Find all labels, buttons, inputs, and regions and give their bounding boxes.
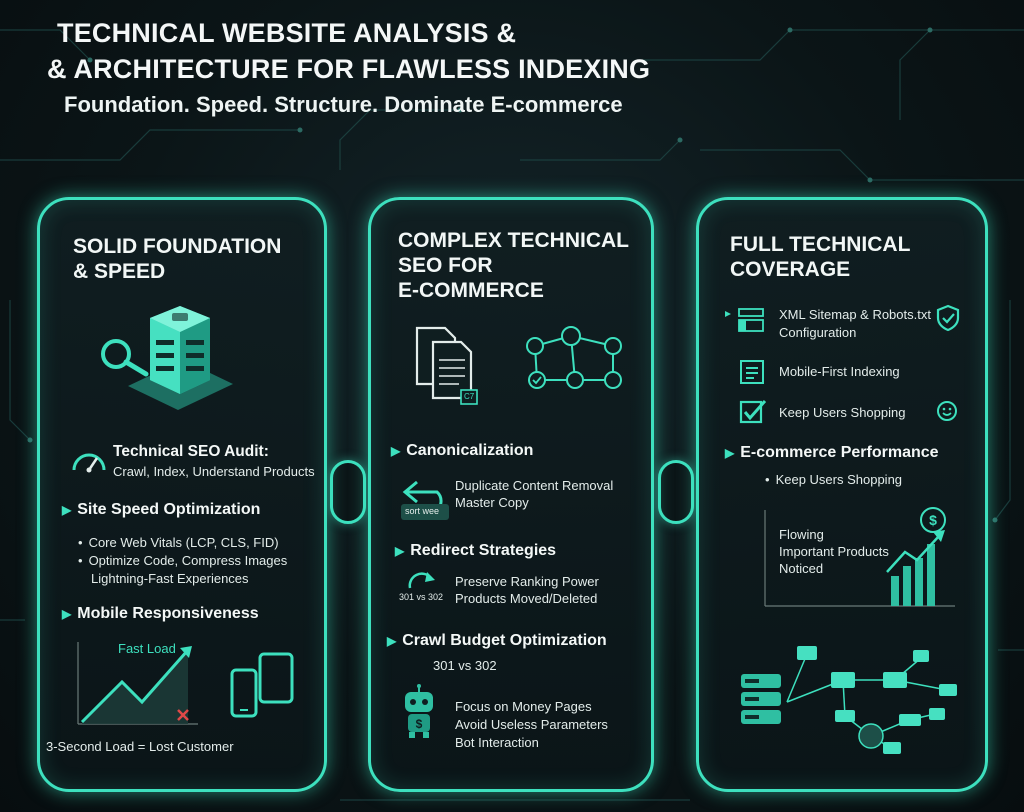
canonical-line-1: Duplicate Content Removal (455, 478, 614, 493)
panel-connector-left (330, 460, 366, 524)
canonical-heading: ▶Canonicalization (391, 442, 534, 459)
coverage-item-1-line2: Configuration (779, 325, 857, 340)
smiley-icon (937, 401, 957, 421)
audit-title: Technical SEO Audit: (113, 443, 269, 460)
triangle-bullet-icon: ▶ (62, 503, 72, 517)
mobile-heading: ▶Mobile Responsiveness (62, 605, 259, 622)
canonical-line-2: Master Copy (455, 495, 529, 510)
svg-text:$: $ (929, 512, 937, 528)
triangle-bullet-icon: ▶ (395, 544, 405, 558)
chart-label-1: Flowing (779, 527, 824, 542)
speedometer-icon (72, 453, 106, 473)
shield-check-icon (936, 304, 960, 332)
redirect-line-1: Preserve Ranking Power (455, 574, 599, 589)
triangle-bullet-icon: ▶ (391, 444, 401, 458)
chart-label-3: Noticed (779, 561, 824, 576)
coverage-item-1-line1: XML Sitemap & Robots.txt (779, 307, 931, 322)
panel3-title-line2: COVERAGE (730, 258, 851, 281)
robot-icon: $ (405, 684, 433, 738)
page-title-line2: & ARCHITECTURE FOR FLAWLESS INDEXING (47, 54, 651, 84)
svg-text:$: $ (416, 717, 423, 731)
coverage-item-3: Keep Users Shopping (779, 405, 906, 420)
panel2-title-line3: E-COMMERCE (398, 279, 544, 302)
panel1-title-line1: SOLID FOUNDATION (73, 235, 282, 258)
panel-technical-coverage: FULL TECHNICAL COVERAGE XML Sitemap & Ro… (696, 197, 988, 792)
sitemap-list-icon (725, 308, 764, 332)
speed-heading: ▶Site Speed Optimization (62, 501, 261, 518)
coverage-item-2: Mobile-First Indexing (779, 364, 900, 379)
panel-connector-right (658, 460, 694, 524)
document-tag: C7 (464, 392, 475, 401)
chart-label-2: Important Products (779, 544, 889, 559)
page-title-line1: TECHNICAL WEBSITE ANALYSIS & (57, 18, 517, 48)
panel2-title-line1: COMPLEX TECHNICAL (398, 229, 629, 252)
lost-customer-text: 3-Second Load = Lost Customer (46, 739, 234, 754)
redirect-heading: ▶Redirect Strategies (395, 542, 557, 559)
crawl-subtitle: 301 vs 302 (433, 658, 497, 673)
documents-icon (415, 326, 478, 405)
redirect-arrow-icon (408, 572, 435, 589)
redirect-line-2: Products Moved/Deleted (455, 591, 598, 606)
performance-heading: ▶E-commerce Performance (725, 444, 939, 461)
fast-load-label: Fast Load (118, 641, 176, 656)
fast-load-chart (77, 642, 198, 725)
crawl-heading: ▶Crawl Budget Optimization (387, 632, 607, 649)
checkbox-checked-icon (739, 400, 767, 424)
crawl-line-1: Focus on Money Pages (455, 699, 592, 714)
triangle-bullet-icon: ▶ (725, 446, 735, 460)
panel1-title-line2: & SPEED (73, 260, 166, 283)
page-subtitle: Foundation. Speed. Structure. Dominate E… (64, 92, 623, 117)
performance-chart: $ (764, 507, 955, 607)
redirect-tag: 301 vs 302 (399, 592, 444, 602)
triangle-bullet-icon: ▶ (62, 607, 72, 621)
panel-foundation-speed: SOLID FOUNDATION & SPEED Technical SEO A… (37, 197, 327, 792)
network-nodes-icon (526, 326, 622, 389)
performance-bullet: •Keep Users Shopping (765, 472, 903, 487)
canonical-tag: sort wee (405, 506, 440, 516)
server-audit-icon (101, 306, 233, 410)
crawl-line-3: Bot Interaction (455, 735, 539, 750)
panel-complex-seo: COMPLEX TECHNICAL SEO FOR E-COMMERCE C7 … (368, 197, 654, 792)
speed-bullet-2: •Optimize Code, Compress Images (78, 553, 288, 568)
mobile-devices-icon (230, 652, 294, 718)
audit-subtitle: Crawl, Index, Understand Products (113, 464, 315, 479)
panel2-title-line2: SEO FOR (398, 254, 493, 277)
speed-bullet-1: •Core Web Vitals (LCP, CLS, FID) (78, 535, 279, 550)
crawl-line-2: Avoid Useless Parameters (455, 717, 608, 732)
triangle-bullet-icon: ▶ (387, 634, 397, 648)
server-network-icon (741, 646, 957, 754)
checklist-icon (740, 360, 764, 384)
undo-arrow-icon (401, 480, 449, 520)
panel3-title-line1: FULL TECHNICAL (730, 233, 911, 256)
speed-extra: Lightning-Fast Experiences (91, 571, 249, 586)
